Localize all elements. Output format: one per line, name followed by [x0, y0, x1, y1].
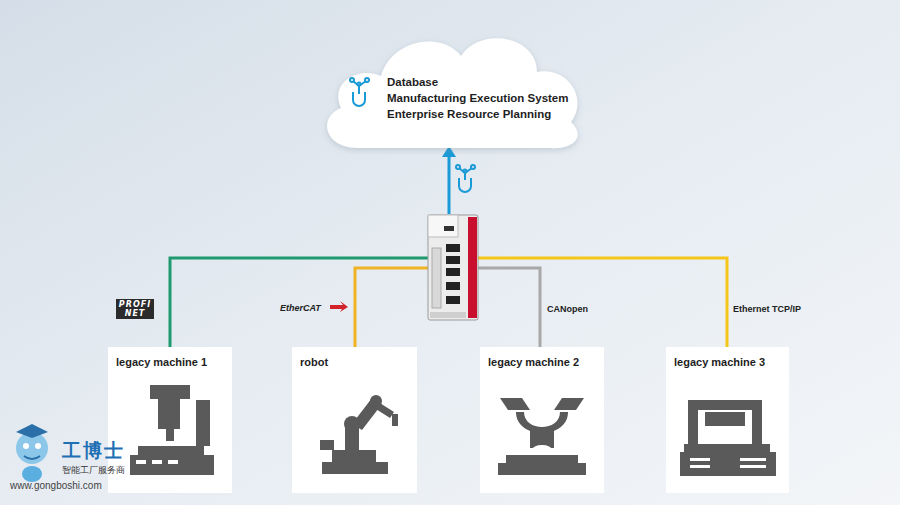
system-name: Database	[387, 74, 568, 90]
cloud-node: DatabaseManufacturing Execution SystemEn…	[315, 22, 590, 155]
cloud-text: DatabaseManufacturing Execution SystemEn…	[387, 74, 568, 122]
cloud-shape	[315, 22, 590, 155]
icon-dot	[365, 78, 369, 82]
watermark: 工博士	[62, 438, 125, 464]
ethercat-mark	[330, 301, 348, 312]
watermark: 智能工厂服务商	[62, 464, 125, 477]
protocol-label: Ethernet TCP/IP	[733, 304, 801, 314]
uplink-arrow	[448, 156, 451, 214]
system-name: Manufacturing Execution System	[387, 90, 568, 106]
gateway-device	[428, 215, 478, 320]
icon-dot	[358, 83, 361, 86]
protocol-logo: PROFI NET	[116, 299, 154, 319]
machine-box: legacy machine 3	[666, 347, 789, 493]
protocol-label: CANopen	[547, 304, 588, 314]
machine-box: legacy machine 1	[108, 347, 232, 493]
machine-box: robot	[292, 347, 417, 493]
icon-dot	[350, 78, 354, 82]
watermark-mascot	[16, 424, 48, 482]
cloud-outline	[327, 38, 578, 148]
protocol-label: EtherCAT	[280, 303, 321, 313]
system-name: Enterprise Resource Planning	[387, 106, 568, 122]
fieldbus-wires	[170, 258, 727, 347]
opcua-icon	[456, 165, 475, 192]
machine-icons	[130, 385, 776, 476]
machine-title: legacy machine 3	[666, 347, 789, 368]
machine-title: robot	[292, 347, 417, 368]
icon-branch	[353, 81, 366, 94]
machine-panels	[108, 347, 789, 493]
opcua-icon	[350, 78, 369, 106]
machine-title: legacy machine 1	[108, 347, 232, 368]
machine-box: legacy machine 2	[480, 347, 604, 493]
machine-title: legacy machine 2	[480, 347, 604, 368]
icon-u	[353, 92, 365, 106]
watermark: www.gongboshi.com	[10, 480, 102, 491]
